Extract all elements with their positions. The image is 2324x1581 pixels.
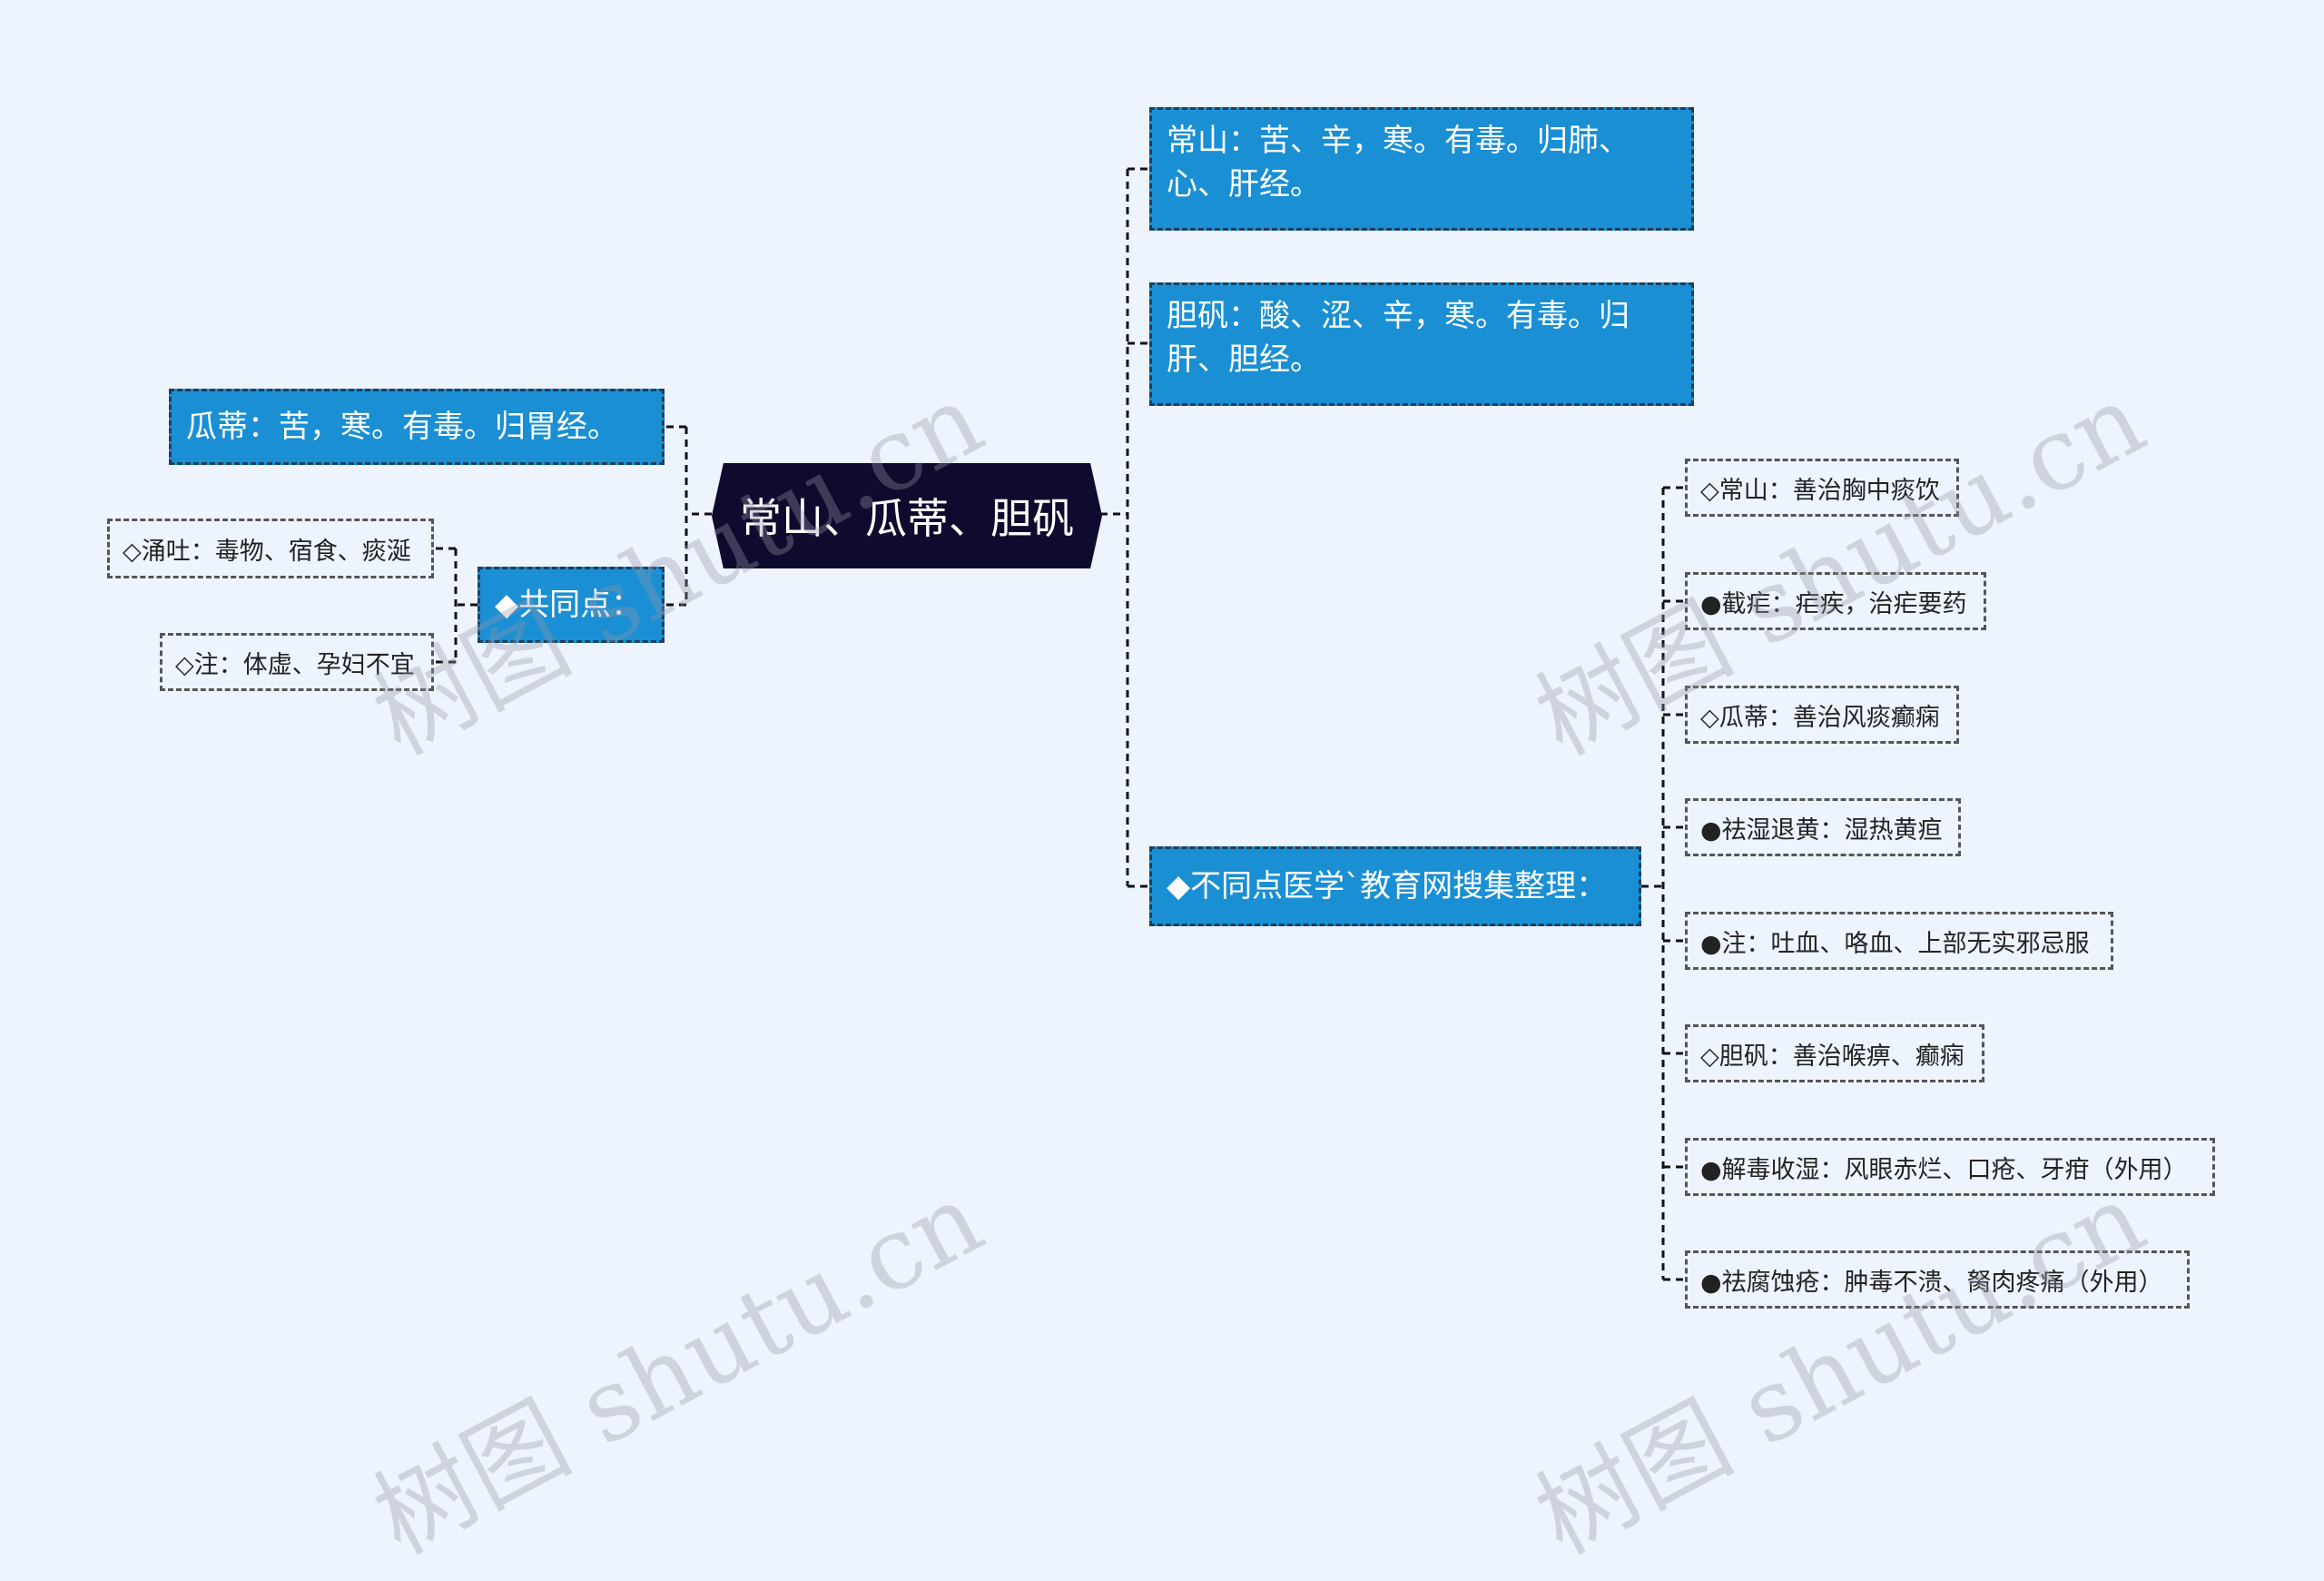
- central-topic[interactable]: 常山、瓜蒂、胆矾: [712, 463, 1102, 568]
- mind-map-canvas: 常山、瓜蒂、胆矾 瓜蒂：苦，寒。有毒。归胃经。 ◆共同点： ◇涌吐：毒物、宿食、…: [107, 107, 2215, 1576]
- link-diff-items: [1663, 486, 1685, 1281]
- common-item-vomit[interactable]: ◇涌吐：毒物、宿食、痰涎: [107, 519, 434, 578]
- diff-item-5[interactable]: ●注：吐血、咯血、上部无实邪忌服: [1685, 912, 2113, 970]
- diff-item-4[interactable]: ●祛湿退黄：湿热黄疸: [1685, 798, 1961, 856]
- diff-item-2[interactable]: ●截疟：疟疾，治疟要药: [1685, 572, 1986, 630]
- diff-item-3[interactable]: ◇瓜蒂：善治风痰癫痫: [1685, 686, 1959, 744]
- diff-item-8[interactable]: ●祛腐蚀疮：肿毒不溃、胬肉疼痛（外用）: [1685, 1250, 2190, 1309]
- link-common-items: [434, 547, 478, 664]
- changshan-property-node[interactable]: 常山：苦、辛，寒。有毒。归肺、心、肝经。: [1149, 107, 1694, 231]
- guadi-property-node[interactable]: 瓜蒂：苦，寒。有毒。归胃经。: [169, 389, 665, 465]
- diff-item-1[interactable]: ◇常山：善治胸中痰饮: [1685, 459, 1959, 517]
- difference-node[interactable]: ◆不同点医学`教育网搜集整理：: [1149, 846, 1641, 926]
- danfan-property-node[interactable]: 胆矾：酸、涩、辛，寒。有毒。归肝、胆经。: [1149, 282, 1694, 406]
- common-points-node[interactable]: ◆共同点：: [478, 567, 665, 643]
- diff-item-6[interactable]: ◇胆矾：善治喉痹、癫痫: [1685, 1024, 1984, 1082]
- connector-lines: [434, 167, 1685, 1281]
- common-item-caution[interactable]: ◇注：体虚、孕妇不宜: [160, 633, 434, 691]
- diff-item-7[interactable]: ●解毒收湿：风眼赤烂、口疮、牙疳（外用）: [1685, 1138, 2215, 1196]
